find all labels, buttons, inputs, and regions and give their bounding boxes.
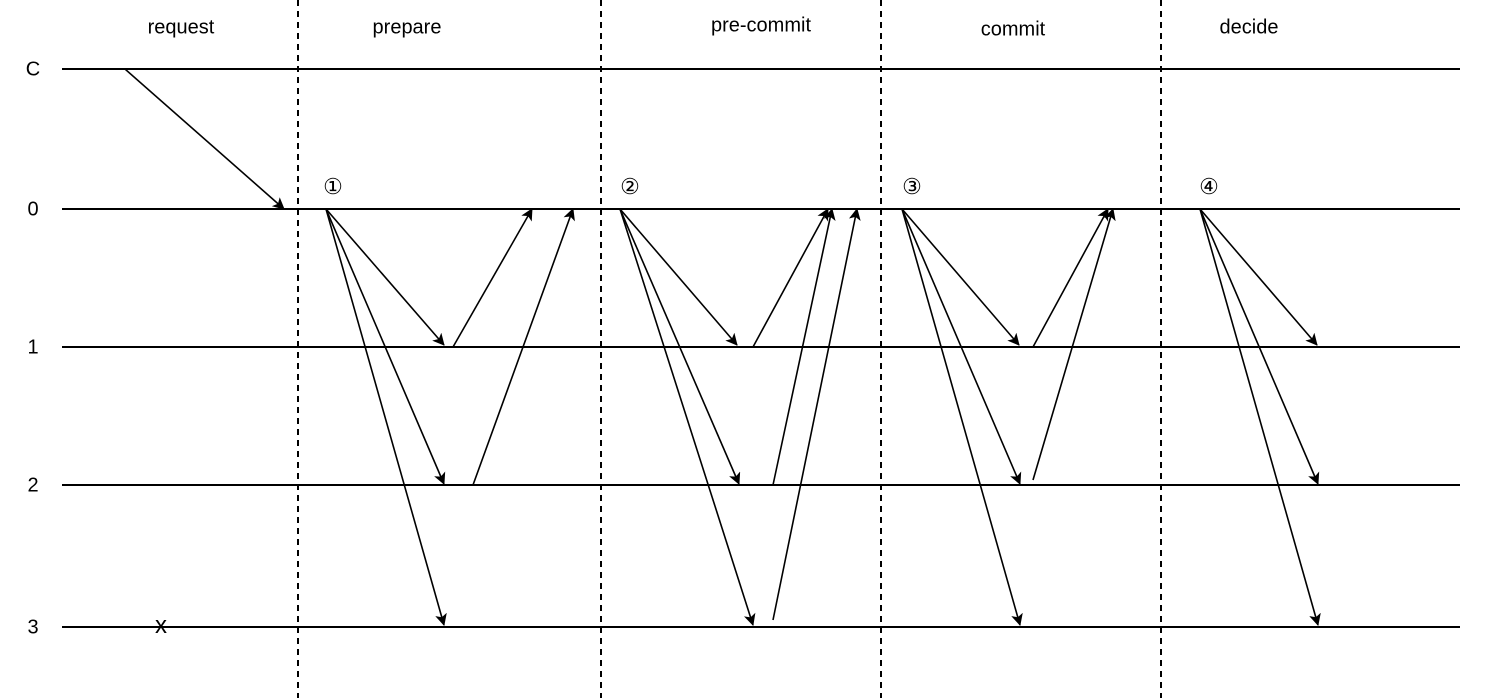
message-arrow (1199, 208, 1321, 626)
message-arrow (1032, 208, 1116, 481)
message-arrow (901, 208, 1022, 485)
node-label-0: 0 (27, 198, 39, 221)
node-label-2: 2 (27, 474, 39, 497)
message-arrow (619, 208, 741, 485)
node-label-client: C (25, 58, 41, 81)
message-arrow (901, 208, 1023, 626)
message-arrow (452, 208, 533, 348)
message-arrow (1199, 208, 1318, 346)
phase-label-commit: commit (980, 18, 1046, 41)
node-label-3: 3 (27, 616, 39, 639)
node-3-failed-marker: x (155, 612, 167, 639)
step-marker-3: ③ (902, 174, 922, 199)
message-arrow (325, 208, 445, 346)
phase-label-prepare: prepare (372, 16, 442, 39)
message-arrow (772, 208, 861, 621)
message-arrow (472, 208, 575, 486)
step-marker-4: ④ (1199, 174, 1219, 199)
phase-label-request: request (147, 16, 215, 39)
phase-label-pre-commit: pre-commit (710, 14, 812, 37)
message-arrow (124, 68, 285, 210)
phase-label-decide: decide (1219, 16, 1279, 39)
message-arrow (619, 208, 756, 626)
message-arrow (325, 208, 446, 485)
node-label-1: 1 (27, 336, 39, 359)
message-arrow (325, 208, 447, 626)
message-arrow (619, 208, 738, 346)
step-marker-2: ② (620, 174, 640, 199)
step-marker-1: ① (323, 174, 343, 199)
message-arrow (1032, 208, 1109, 348)
message-arrow (772, 208, 836, 486)
message-arrow (901, 208, 1020, 346)
message-arrow (1199, 208, 1320, 485)
message-arrow (752, 208, 829, 348)
